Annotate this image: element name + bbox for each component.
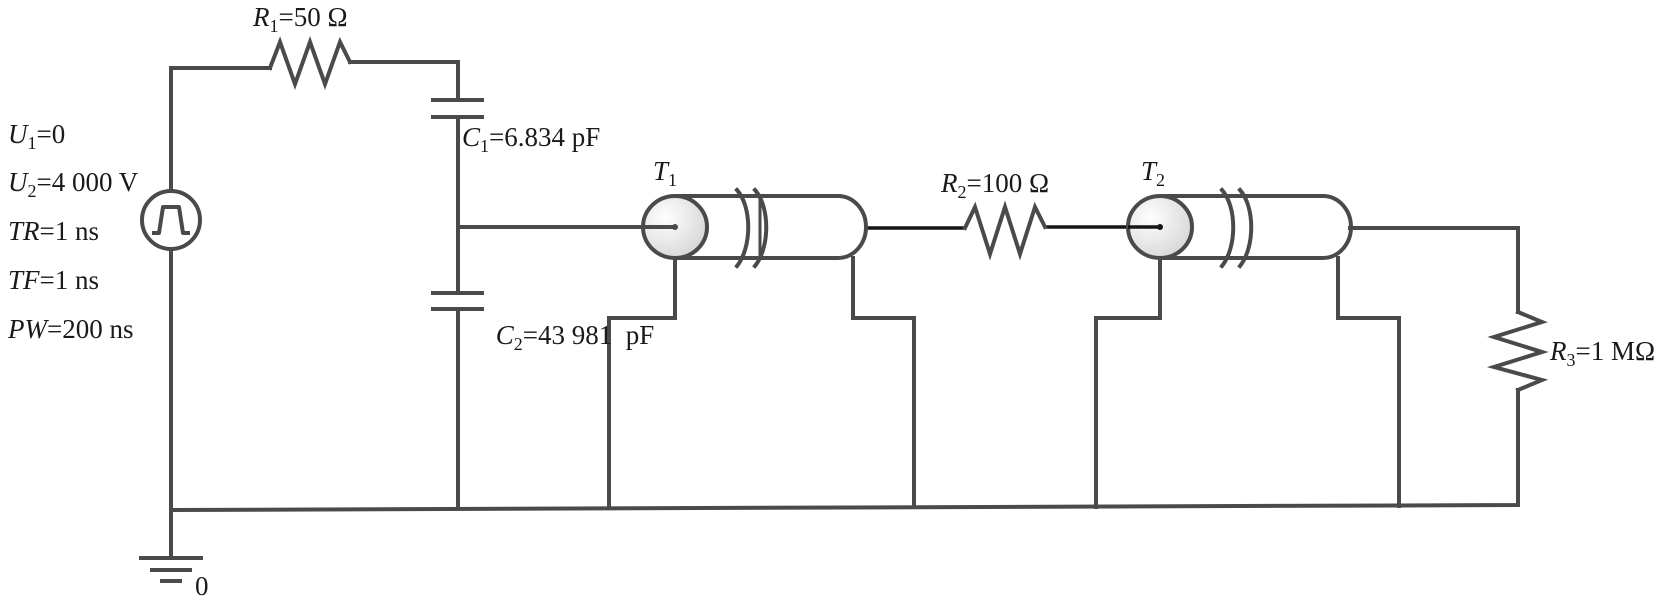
ground-bus: [168, 388, 1520, 513]
r1-resistor: [267, 36, 353, 90]
t1-label: T1: [653, 156, 677, 190]
u2-label: U2=4 000 V: [8, 167, 139, 201]
t2-transmission-line-icon: [1126, 187, 1353, 269]
t2-label: T2: [1141, 156, 1165, 190]
u1-label: U1=0: [8, 119, 65, 153]
c2-label: C2=43 981 pF: [462, 320, 675, 354]
tf-label: TF=1 ns: [8, 265, 99, 295]
r3-resistor: [1486, 309, 1549, 393]
wire-node-c1-c2: [456, 115, 677, 295]
r2-resistor: [962, 200, 1048, 261]
pulse-source-icon: [140, 189, 202, 251]
c2-capacitor: [431, 291, 484, 311]
tr-label: TR=1 ns: [8, 216, 99, 246]
wire-t2-shield: [1094, 256, 1401, 509]
c1-capacitor: [431, 98, 484, 119]
r2-label: R2=100 Ω: [940, 168, 1049, 202]
wire-top-left: [169, 60, 460, 194]
r1-label: R1=50 Ω: [252, 2, 348, 36]
pw-label: PW=200 ns: [7, 314, 133, 344]
ground-icon: [139, 556, 203, 583]
t1-transmission-line-icon: [641, 187, 868, 269]
c1-label: C1=6.834 pF: [462, 122, 600, 156]
ground-node-label: 0: [195, 571, 209, 600]
wire-t1-shield: [607, 256, 916, 509]
r3-label: R3=1 MΩ: [1549, 336, 1655, 370]
wire-t2-out-r3: [1348, 226, 1520, 314]
